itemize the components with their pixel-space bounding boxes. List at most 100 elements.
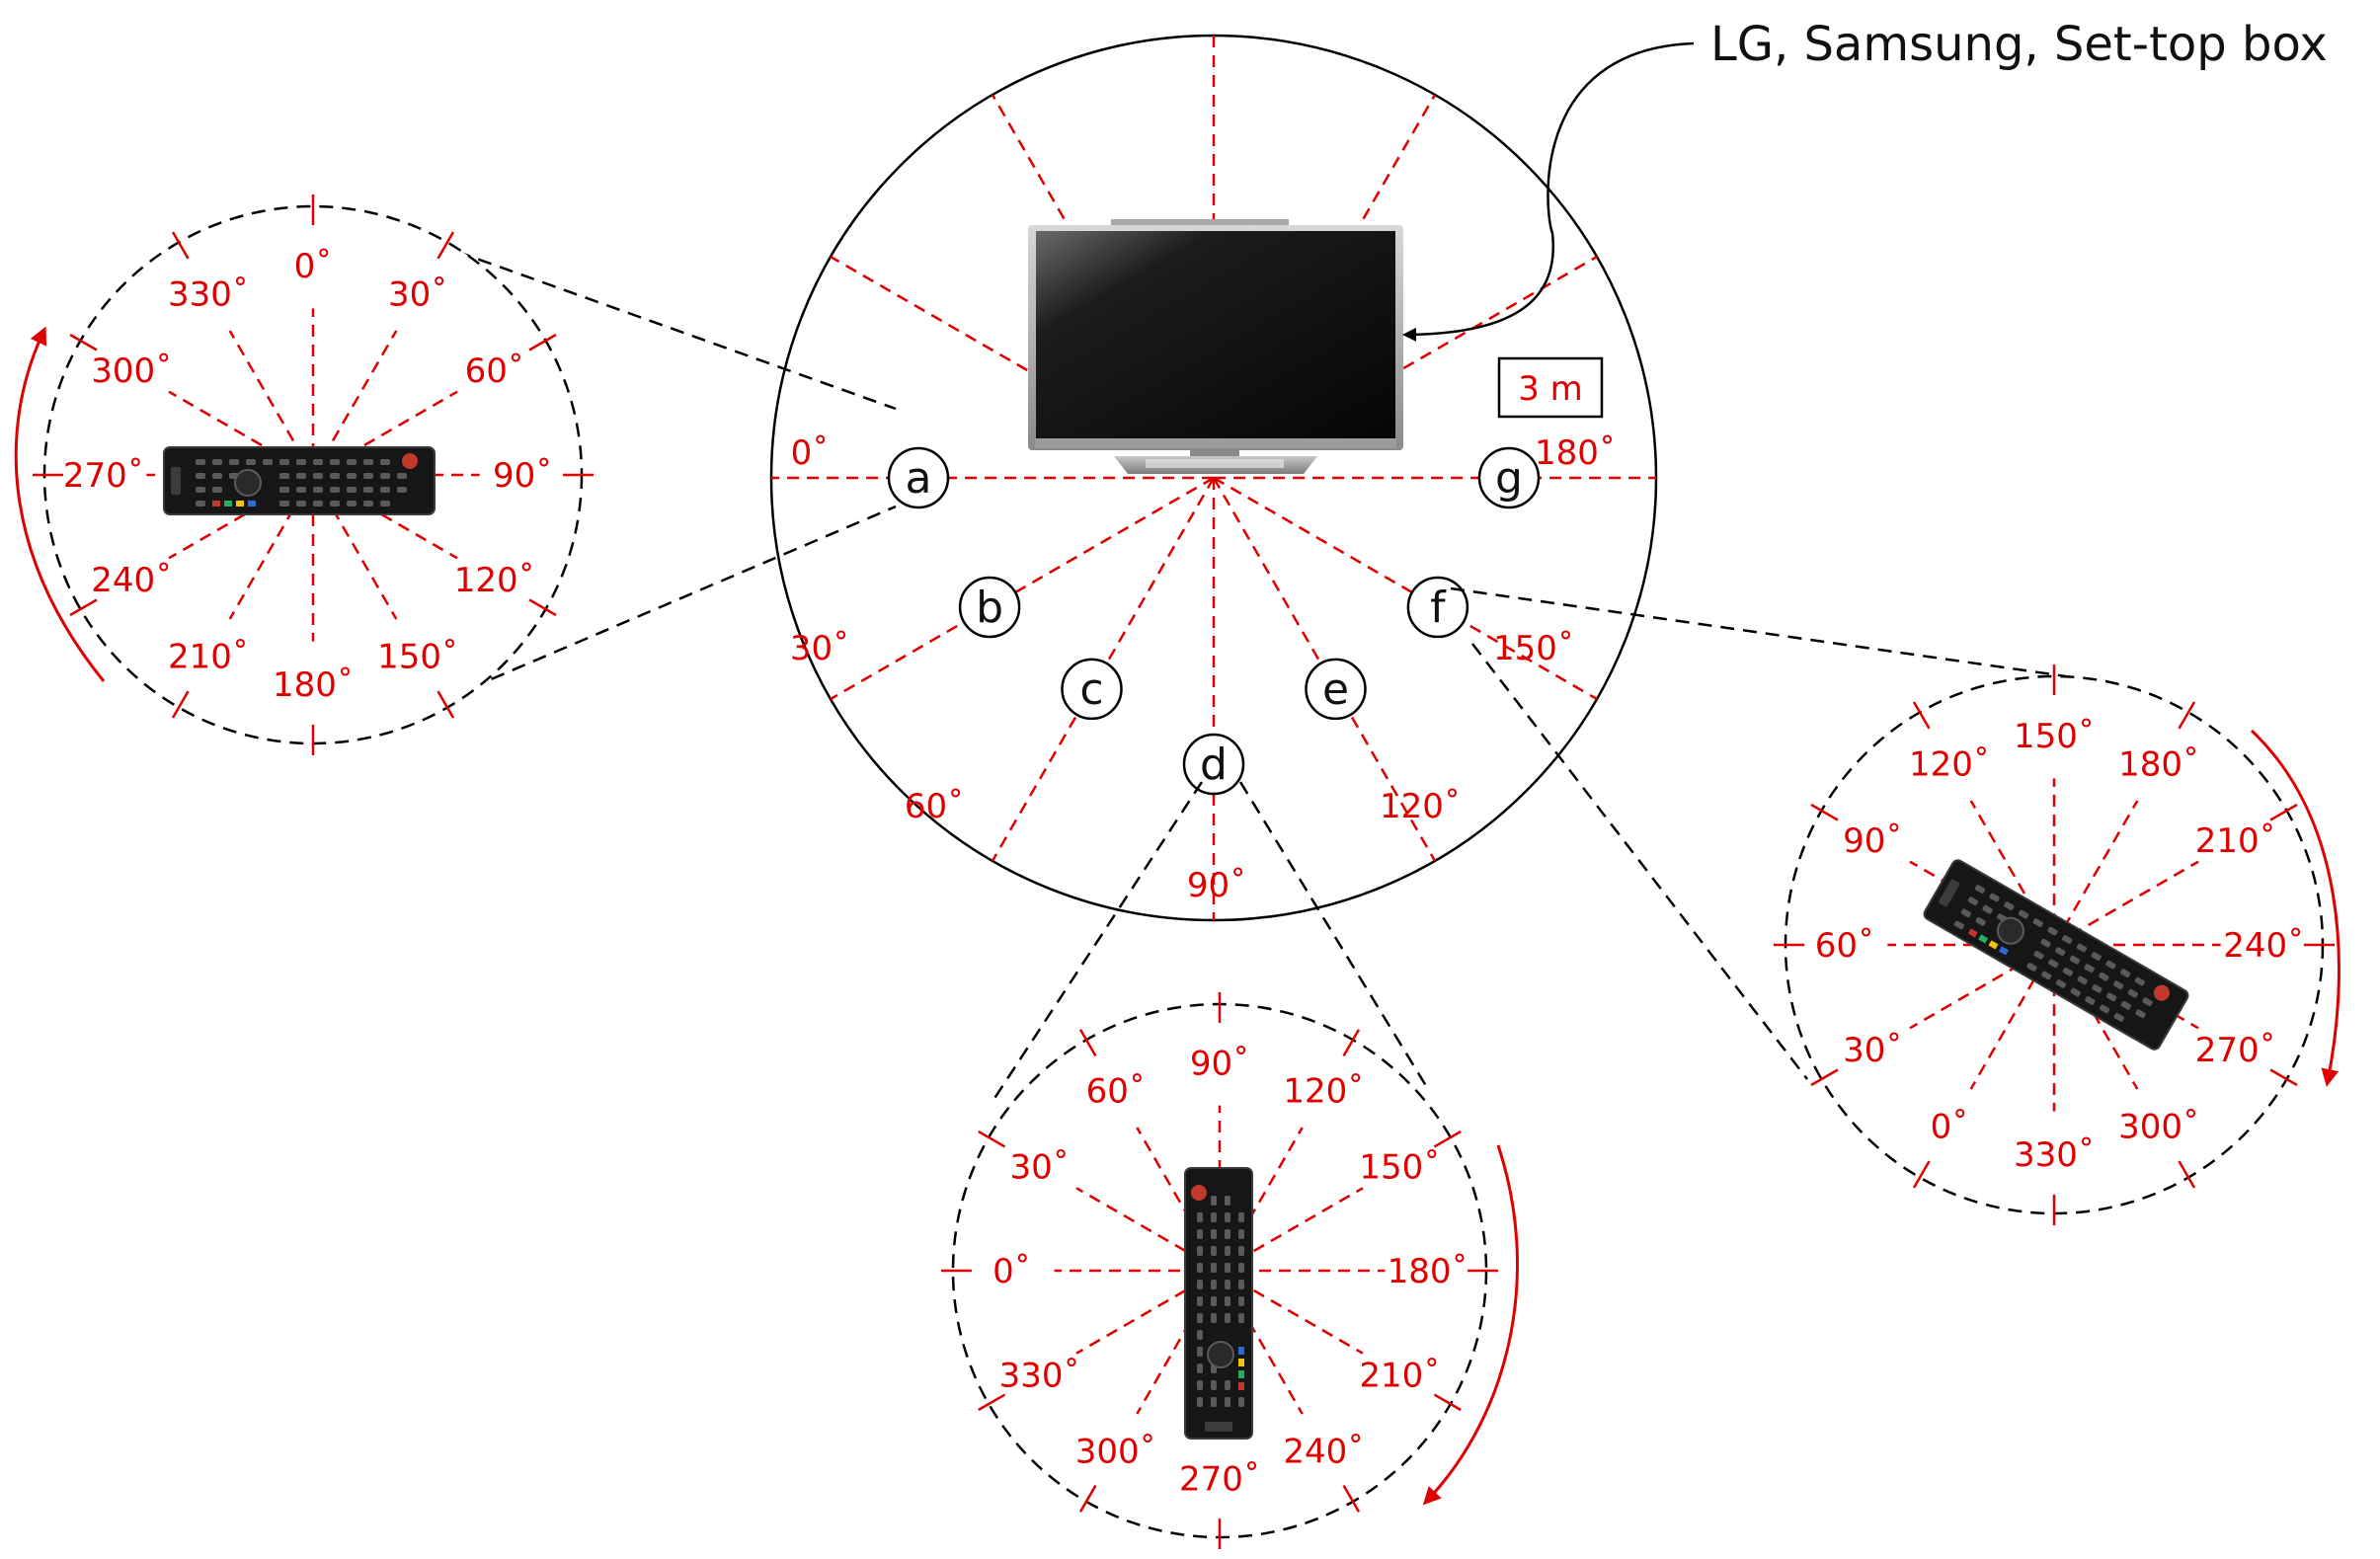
- zoom-angle-tick: [69, 598, 98, 617]
- position-label: a: [906, 453, 932, 504]
- zoom-angle-label: 300˚: [91, 351, 172, 391]
- position-label: f: [1430, 583, 1447, 633]
- zoom-angle-tick: [1078, 1029, 1097, 1057]
- remote-control-icon: [163, 446, 436, 515]
- zoom-angle-label: 150˚: [1359, 1148, 1440, 1188]
- zoom-angle-tick: [436, 690, 455, 719]
- main-angle-labels: 0˚30˚60˚90˚120˚150˚180˚: [790, 433, 1616, 905]
- main-angle-label: 150˚: [1493, 629, 1574, 668]
- zoom-angle-label: 90˚: [493, 456, 552, 496]
- zoom-angle-label: 210˚: [1359, 1356, 1440, 1395]
- zoom-angle-label: 0˚: [294, 247, 333, 286]
- rotation-arrow-icon: [2250, 729, 2340, 1087]
- zoom-angle-tick: [528, 598, 557, 617]
- position-markers: a b c d e f g: [887, 446, 1541, 796]
- zoom-angle-label: 180˚: [2118, 744, 2199, 784]
- position-label: b: [976, 583, 1003, 633]
- angle-ray: [830, 476, 1215, 701]
- distance-label: 3 m: [1518, 369, 1583, 409]
- position-marker-e[interactable]: e: [1305, 658, 1367, 721]
- zoom-angle-label: 300˚: [1075, 1432, 1156, 1471]
- zoom-angle-label: 120˚: [454, 561, 535, 600]
- position-label: c: [1079, 664, 1103, 715]
- zoom-angle-tick: [1912, 1160, 1931, 1189]
- position-marker-b[interactable]: b: [958, 576, 1021, 639]
- zoom-angle-tick: [1810, 803, 1839, 821]
- zoom-angle-label: 90˚: [1843, 821, 1902, 861]
- zoom-angle-label: 210˚: [168, 638, 249, 677]
- zoom-angle-label: 330˚: [999, 1356, 1080, 1395]
- zoom-angle-tick: [1342, 1029, 1361, 1057]
- main-angle-label: 60˚: [905, 787, 964, 826]
- zoom-angle-label: 300˚: [2118, 1108, 2199, 1147]
- zoom-angle-tick: [2178, 1160, 2196, 1189]
- position-label: d: [1200, 740, 1228, 790]
- zoom-angle-tick: [1433, 1130, 1462, 1148]
- zoom-angle-label: 240˚: [1283, 1432, 1364, 1471]
- zoom-connectors: [407, 242, 2067, 1101]
- main-angle-label: 30˚: [790, 629, 849, 668]
- tv-icon: [1028, 219, 1403, 474]
- zoom-angle-ray: [2052, 800, 2139, 946]
- zoom-angle-tick: [1433, 1393, 1462, 1412]
- zoom-angle-label: 30˚: [1009, 1148, 1069, 1188]
- zoom-angle-label: 150˚: [377, 638, 458, 677]
- zoom-angle-tick: [2269, 1068, 2298, 1087]
- main-angle-label: 0˚: [791, 433, 830, 473]
- zoom-angle-label: 30˚: [388, 274, 447, 314]
- zoom-circle-d: 90˚120˚150˚180˚210˚240˚270˚300˚330˚0˚30˚…: [941, 992, 1519, 1549]
- rotation-arrow-icon: [14, 326, 106, 682]
- zoom-angle-tick: [171, 690, 190, 719]
- position-label: g: [1495, 453, 1523, 504]
- zoom-angle-tick: [171, 231, 190, 260]
- zoom-angle-label: 180˚: [1388, 1252, 1468, 1291]
- rotation-arrow-icon: [1422, 1144, 1519, 1506]
- zoom-angle-label: 270˚: [63, 456, 144, 496]
- zoom-circle-f: 150˚ 180˚ 210˚ 240˚ 270˚ 300˚ 330˚ 0˚ 30˚ 60˚ 90˚1…: [1774, 664, 2340, 1225]
- remote-control-icon: [1184, 1167, 1253, 1440]
- position-marker-f[interactable]: f: [1406, 576, 1469, 639]
- angle-ray: [1213, 476, 1598, 701]
- zoom-angle-label: 180˚: [273, 665, 354, 705]
- zoom-angle-label: 150˚: [2014, 717, 2095, 756]
- zoom-angle-tick: [1912, 701, 1931, 730]
- position-marker-a[interactable]: a: [887, 446, 950, 509]
- zoom-angle-tick: [528, 333, 557, 351]
- zoom-angle-label: 60˚: [1815, 926, 1874, 966]
- angle-ray: [1402, 255, 1598, 370]
- zoom-angle-label: 90˚: [1190, 1044, 1249, 1083]
- zoom-angle-label: 240˚: [91, 561, 172, 600]
- position-marker-d[interactable]: d: [1182, 733, 1245, 796]
- zoom-angle-label: 210˚: [2195, 821, 2276, 861]
- devices-label: LG, Samsung, Set-top box: [1710, 17, 2328, 72]
- zoom-angle-tick: [1810, 1068, 1839, 1087]
- devices-arrow: [1402, 41, 1695, 342]
- zoom-angle-label: 60˚: [1086, 1072, 1146, 1112]
- zoom-angle-tick: [1078, 1484, 1097, 1513]
- zoom-circle-a: 0˚30˚60˚90˚120˚150˚180˚210˚240˚270˚300˚3…: [14, 195, 594, 755]
- zoom-angle-label: 330˚: [2014, 1135, 2095, 1175]
- position-marker-g[interactable]: g: [1477, 446, 1541, 509]
- angle-ray: [1362, 94, 1437, 220]
- zoom-angle-label: 30˚: [1843, 1031, 1902, 1070]
- zoom-angle-label: 240˚: [2223, 926, 2304, 966]
- zoom-angle-tick: [436, 231, 455, 260]
- angle-ray: [830, 255, 1028, 372]
- main-angle-label: 120˚: [1380, 787, 1461, 826]
- zoom-angle-tick: [69, 333, 98, 351]
- main-measurement-circle: 3 m LG, Samsung, Set-top box a b c d e f g 0˚ 3…: [769, 17, 2328, 922]
- position-marker-c[interactable]: c: [1061, 658, 1123, 721]
- zoom-angle-tick: [978, 1393, 1006, 1412]
- zoom-angle-label: 330˚: [168, 274, 249, 314]
- zoom-angle-tick: [978, 1130, 1006, 1148]
- distance-box: [1497, 356, 1604, 419]
- position-label: e: [1322, 664, 1349, 715]
- zoom-angle-label: 0˚: [992, 1252, 1031, 1291]
- zoom-angle-label: 0˚: [1931, 1108, 1969, 1147]
- zoom-angle-tick: [2178, 701, 2196, 730]
- zoom-angle-tick: [2269, 803, 2298, 821]
- zoom-angle-label: 120˚: [1909, 744, 1990, 784]
- zoom-angle-label: 270˚: [2195, 1031, 2276, 1070]
- zoom-angle-tick: [1342, 1484, 1361, 1513]
